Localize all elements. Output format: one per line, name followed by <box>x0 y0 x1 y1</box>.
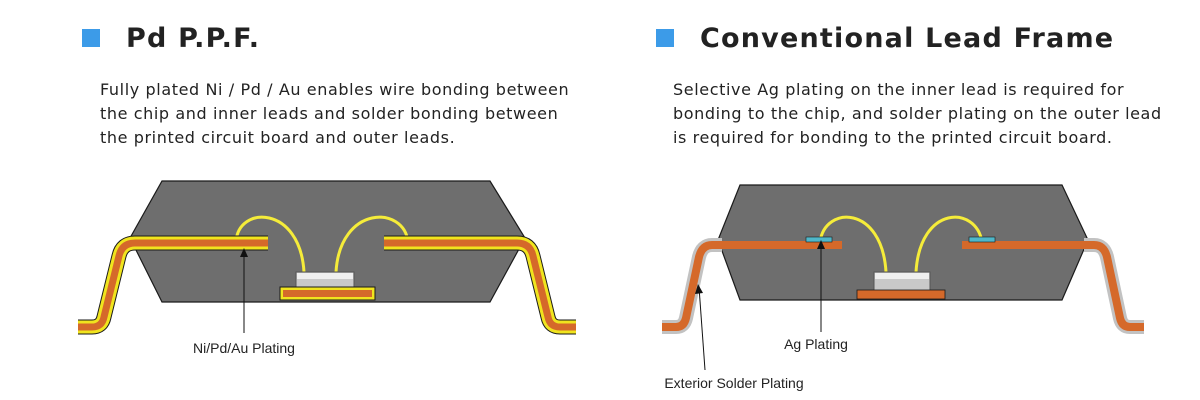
callout-solder-plating: Exterior Solder Plating <box>664 375 803 391</box>
bond-wire <box>818 215 888 273</box>
callout-arrow-icon <box>240 248 248 257</box>
bond-wire <box>914 215 984 273</box>
title-row-right: Conventional Lead Frame <box>656 20 1114 56</box>
die-pad-copper <box>856 289 946 300</box>
chip-highlight <box>875 273 929 279</box>
lead-copper-right <box>384 239 576 331</box>
ag-plating-spot <box>968 236 996 243</box>
description-line: bonding to the chip, and solder plating … <box>673 104 1162 123</box>
ag-plating-spot <box>805 236 833 243</box>
lead-copper-right <box>962 241 1144 331</box>
description-line: is required for bonding to the printed c… <box>673 128 1113 147</box>
square-bullet-icon <box>82 29 100 47</box>
description-line: Fully plated Ni / Pd / Au enables wire b… <box>100 80 570 99</box>
description-line: the chip and inner leads and solder bond… <box>100 104 559 123</box>
square-bullet-icon <box>656 29 674 47</box>
description-line: the printed circuit board and outer lead… <box>100 128 456 147</box>
lead-copper-left <box>78 239 268 331</box>
callout-arrow-icon <box>817 240 825 249</box>
lead-copper-left <box>662 241 842 331</box>
panel-conventional: Conventional Lead Frame Selective Ag pla… <box>600 0 1200 400</box>
die-pad-copper <box>283 290 372 297</box>
callout-ag-plating: Ag Plating <box>784 336 848 352</box>
description-right: Selective Ag plating on the inner lead i… <box>673 78 1173 150</box>
callout-arrow-icon <box>695 284 703 294</box>
callout-ni-pd-au: Ni/Pd/Au Plating <box>193 340 295 356</box>
bond-wire <box>234 215 306 273</box>
description-line: Selective Ag plating on the inner lead i… <box>673 80 1125 99</box>
title-row-left: Pd P.P.F. <box>82 20 260 56</box>
bond-wire <box>334 215 410 273</box>
pd-ppf-diagram: Ni/Pd/Au Plating <box>78 180 576 356</box>
title-conventional: Conventional Lead Frame <box>700 22 1115 54</box>
callout-line <box>698 286 706 371</box>
title-pd-ppf: Pd P.P.F. <box>126 22 261 54</box>
description-left: Fully plated Ni / Pd / Au enables wire b… <box>100 78 580 150</box>
conventional-diagram: Ag Plating Exterior Solder Plating <box>662 184 1144 391</box>
panel-pd-ppf: Pd P.P.F. Fully plated Ni / Pd / Au enab… <box>78 20 580 356</box>
chip-highlight <box>297 273 353 279</box>
